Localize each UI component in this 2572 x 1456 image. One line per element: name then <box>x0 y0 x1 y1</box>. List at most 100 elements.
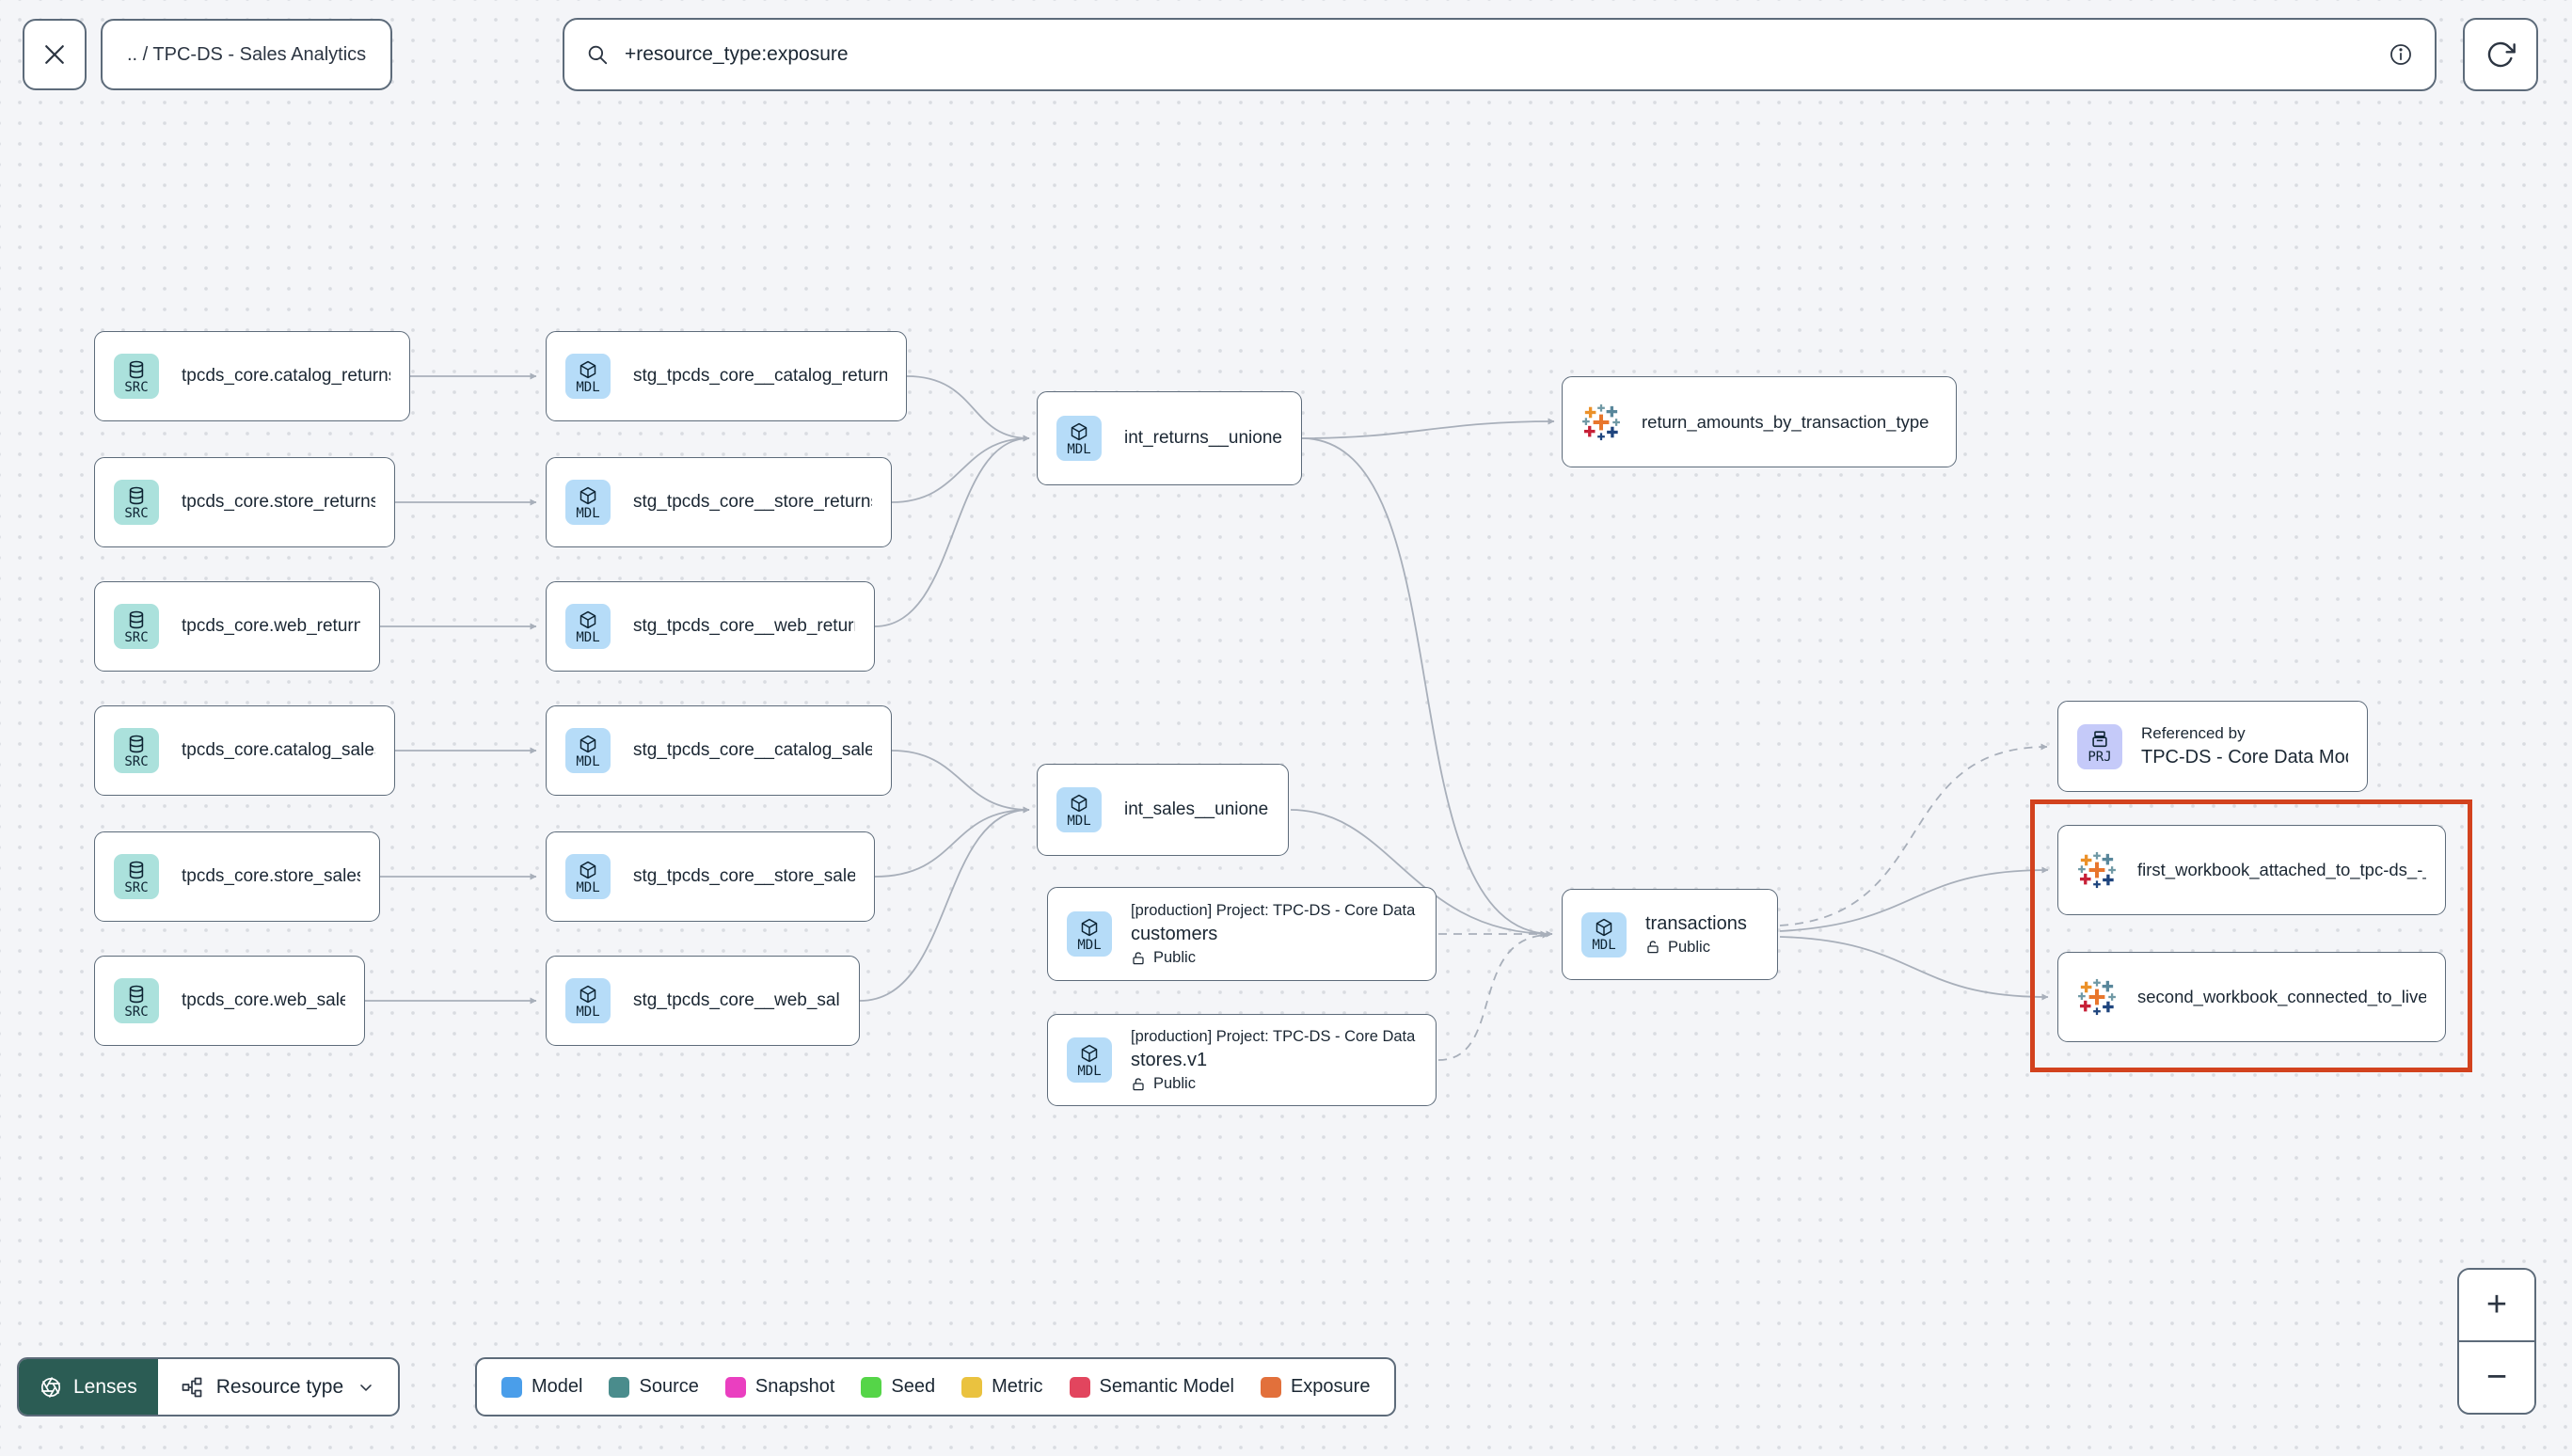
model-badge: MDL <box>565 480 611 525</box>
tableau-icon <box>1582 404 1620 440</box>
legend-label: Model <box>532 1376 583 1397</box>
node-label: tpcds_core.web_returns <box>182 616 360 636</box>
database-icon <box>129 360 144 378</box>
database-icon <box>129 735 144 752</box>
node-label: tpcds_core.store_sales <box>182 866 360 886</box>
archive-icon <box>2092 731 2107 748</box>
lineage-node-model[interactable]: MDL stg_tpcds_core__store_sales <box>546 831 875 922</box>
lineage-node-source[interactable]: SRC tpcds_core.web_sales <box>94 956 365 1046</box>
badge-label: MDL <box>1067 441 1091 457</box>
node-text: [production] Project: TPC-DS - Core Data… <box>1131 1025 1417 1095</box>
cube-icon <box>579 735 596 752</box>
badge-label: SRC <box>124 379 149 395</box>
project-context: [production] Project: TPC-DS - Core Data… <box>1131 1028 1417 1045</box>
node-label: stg_tpcds_core__catalog_sales <box>633 740 872 760</box>
node-text: Referenced by TPC-DS - Core Data Models <box>2141 722 2348 770</box>
model-badge: MDL <box>565 854 611 899</box>
model-badge: MDL <box>1067 1037 1112 1083</box>
access-label: Public <box>1153 1075 1196 1092</box>
tableau-icon <box>2078 978 2116 1016</box>
refresh-button[interactable] <box>2463 18 2538 91</box>
node-label: stg_tpcds_core__catalog_returns <box>633 366 887 386</box>
lineage-node-exposure[interactable]: second_workbook_connected_to_live… <box>2057 952 2446 1042</box>
referenced-by-title: Referenced by <box>2141 724 2246 742</box>
info-icon[interactable] <box>2388 41 2414 68</box>
zoom-in-button[interactable]: + <box>2459 1270 2534 1340</box>
database-icon <box>129 610 144 628</box>
legend-item: Seed <box>861 1376 935 1398</box>
source-badge: SRC <box>114 604 159 649</box>
badge-label: MDL <box>576 379 600 395</box>
badge-label: SRC <box>124 629 149 645</box>
lineage-node-cross-project-model[interactable]: MDL [production] Project: TPC-DS - Core … <box>1047 887 1437 981</box>
tableau-icon <box>2078 851 2116 889</box>
lineage-node-source[interactable]: SRC tpcds_core.web_returns <box>94 581 380 672</box>
cube-icon <box>1071 794 1088 812</box>
lineage-node-source[interactable]: SRC tpcds_core.catalog_sales <box>94 705 395 796</box>
model-badge: MDL <box>565 978 611 1023</box>
model-badge: MDL <box>1056 787 1102 832</box>
access-row: Public <box>1131 947 1417 969</box>
legend-label: Seed <box>891 1376 936 1397</box>
lineage-node-source[interactable]: SRC tpcds_core.catalog_returns <box>94 331 410 421</box>
node-label: customers <box>1131 924 1218 944</box>
zoom-out-button[interactable]: − <box>2459 1340 2534 1413</box>
search-bar[interactable] <box>563 18 2437 91</box>
model-badge: MDL <box>565 354 611 399</box>
model-badge: MDL <box>1056 416 1102 461</box>
lineage-node-model[interactable]: MDL stg_tpcds_core__store_returns <box>546 457 892 547</box>
node-label: tpcds_core.store_returns <box>182 492 375 512</box>
lineage-node-referenced-project[interactable]: PRJ Referenced by TPC-DS - Core Data Mod… <box>2057 701 2368 792</box>
lineage-node-cross-project-model[interactable]: MDL [production] Project: TPC-DS - Core … <box>1047 1014 1437 1106</box>
model-badge: MDL <box>1581 911 1627 957</box>
unlock-icon <box>1647 941 1659 954</box>
source-badge: SRC <box>114 978 159 1023</box>
node-text: [production] Project: TPC-DS - Core Data… <box>1131 899 1417 969</box>
lineage-node-source[interactable]: SRC tpcds_core.store_returns <box>94 457 395 547</box>
node-label: transactions <box>1645 912 1747 934</box>
badge-label: SRC <box>124 1004 149 1020</box>
close-button[interactable] <box>23 19 87 90</box>
node-label: stg_tpcds_core__store_sales <box>633 866 855 886</box>
node-label: second_workbook_connected_to_live… <box>2137 987 2426 1006</box>
node-label: first_workbook_attached_to_tpc-ds_-_… <box>2137 860 2426 879</box>
lenses-button[interactable]: Lenses <box>19 1359 158 1415</box>
node-label: return_amounts_by_transaction_type <box>1642 411 1929 432</box>
search-input[interactable] <box>625 43 2388 66</box>
lineage-node-model[interactable]: MDL int_sales__unioned <box>1037 764 1289 856</box>
cube-icon <box>579 360 596 378</box>
legend-label: Source <box>639 1376 699 1397</box>
legend-item: Model <box>501 1376 582 1398</box>
lens-selected-label: Resource type <box>215 1375 344 1398</box>
legend-swatch-semantic-model <box>1069 1376 1090 1398</box>
legend-swatch-exposure <box>1260 1376 1281 1398</box>
lineage-node-model[interactable]: MDL stg_tpcds_core__web_sales <box>546 956 860 1046</box>
node-label: TPC-DS - Core Data Models <box>2141 747 2348 768</box>
resource-type-legend: Model Source Snapshot Seed Metric Semant… <box>475 1357 1397 1416</box>
lineage-node-exposure[interactable]: first_workbook_attached_to_tpc-ds_-_… <box>2057 825 2446 915</box>
legend-swatch-model <box>501 1376 522 1398</box>
badge-label: MDL <box>576 629 600 645</box>
lineage-node-model[interactable]: MDL transactions Public <box>1562 889 1778 980</box>
cube-icon <box>1596 918 1612 937</box>
badge-label: MDL <box>576 879 600 895</box>
node-label: tpcds_core.catalog_sales <box>182 740 375 760</box>
zoom-controls: + − <box>2457 1268 2536 1415</box>
lens-selector[interactable]: Resource type <box>158 1359 398 1415</box>
lineage-node-exposure[interactable]: return_amounts_by_transaction_type <box>1562 376 1957 467</box>
database-icon <box>129 486 144 504</box>
breadcrumb[interactable]: .. / TPC-DS - Sales Analytics <box>101 19 393 90</box>
legend-label: Snapshot <box>754 1376 835 1397</box>
lineage-node-model[interactable]: MDL stg_tpcds_core__web_returns <box>546 581 875 672</box>
source-badge: SRC <box>114 854 159 899</box>
lineage-node-source[interactable]: SRC tpcds_core.store_sales <box>94 831 380 922</box>
badge-label: SRC <box>124 505 149 521</box>
cube-icon <box>579 861 596 878</box>
node-label: stg_tpcds_core__web_returns <box>633 616 855 636</box>
unlock-icon <box>1133 951 1144 964</box>
lineage-node-model[interactable]: MDL stg_tpcds_core__catalog_sales <box>546 705 892 796</box>
lineage-node-model[interactable]: MDL stg_tpcds_core__catalog_returns <box>546 331 907 421</box>
lineage-node-model[interactable]: MDL int_returns__unioned <box>1037 391 1302 485</box>
source-badge: SRC <box>114 480 159 525</box>
